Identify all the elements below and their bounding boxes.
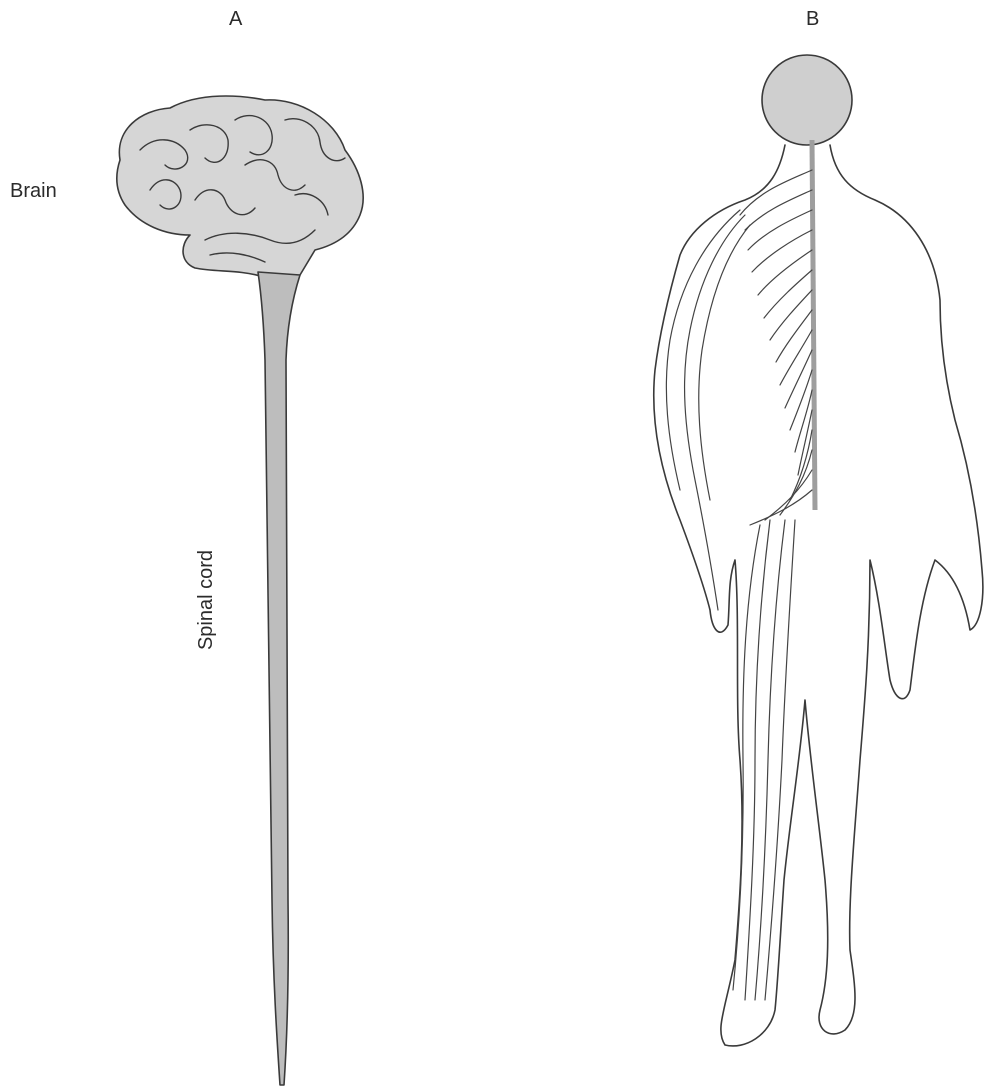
brain-illustration bbox=[117, 96, 363, 1085]
body-illustration bbox=[654, 55, 983, 1046]
